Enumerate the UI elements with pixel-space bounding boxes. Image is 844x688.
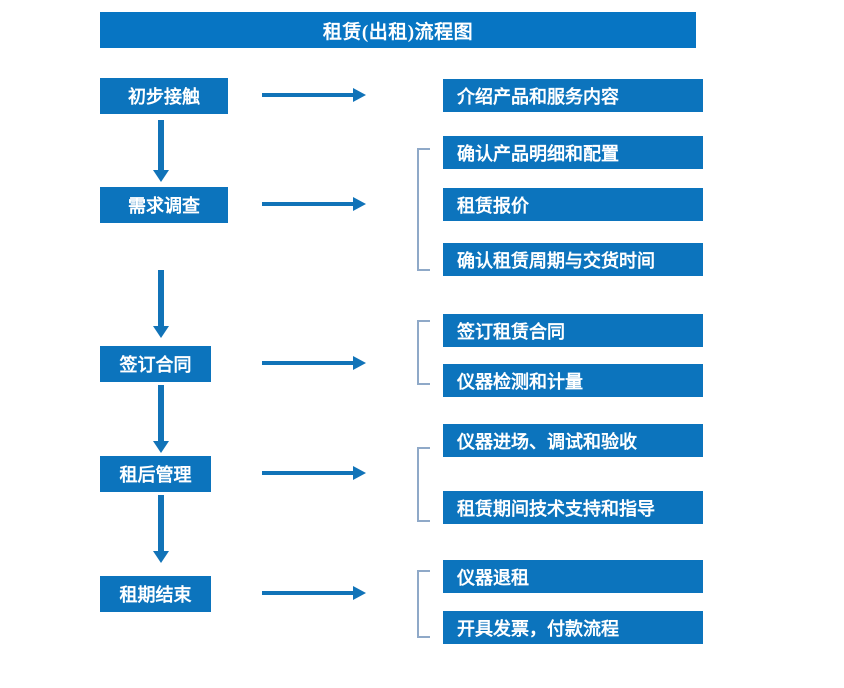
- stage-box-2[interactable]: 需求调查: [100, 187, 228, 223]
- arrow-shaft: [158, 495, 164, 552]
- stage-box-3[interactable]: 签订合同: [100, 346, 211, 382]
- group-bracket-3: [417, 320, 430, 385]
- arrow-shaft: [262, 361, 354, 365]
- arrow-head-down-icon: [153, 326, 169, 338]
- arrow-head-down-icon: [153, 551, 169, 563]
- stage-arrow-4: [262, 466, 366, 480]
- output-box-5-2[interactable]: 开具发票，付款流程: [443, 611, 703, 644]
- output-box-5-1[interactable]: 仪器退租: [443, 560, 703, 593]
- arrow-shaft: [262, 202, 354, 206]
- connector-1-2: [153, 120, 169, 182]
- output-box-2-1[interactable]: 确认产品明细和配置: [443, 136, 703, 169]
- output-box-4-2[interactable]: 租赁期间技术支持和指导: [443, 491, 703, 524]
- stage-arrow-5: [262, 586, 366, 600]
- arrow-shaft: [262, 591, 354, 595]
- arrow-shaft: [158, 270, 164, 327]
- group-bracket-5: [417, 570, 430, 638]
- stage-arrow-1: [262, 88, 366, 102]
- stage-arrow-2: [262, 197, 366, 211]
- group-bracket-4: [417, 447, 430, 522]
- arrow-shaft: [158, 385, 164, 442]
- output-box-1-1[interactable]: 介绍产品和服务内容: [443, 79, 703, 112]
- page-title: 租赁(出租)流程图: [100, 12, 696, 48]
- stage-arrow-3: [262, 356, 366, 370]
- arrow-head-down-icon: [153, 441, 169, 453]
- connector-4-5: [153, 495, 169, 563]
- output-box-3-2[interactable]: 仪器检测和计量: [443, 364, 703, 397]
- arrow-head-right-icon: [353, 88, 366, 102]
- arrow-head-down-icon: [153, 170, 169, 182]
- arrow-shaft: [158, 120, 164, 171]
- arrow-shaft: [262, 93, 354, 97]
- connector-2-3: [153, 270, 169, 338]
- stage-box-5[interactable]: 租期结束: [100, 576, 211, 612]
- output-box-3-1[interactable]: 签订租赁合同: [443, 314, 703, 347]
- output-box-2-3[interactable]: 确认租赁周期与交货时间: [443, 243, 703, 276]
- output-box-4-1[interactable]: 仪器进场、调试和验收: [443, 424, 703, 457]
- group-bracket-2: [417, 148, 430, 271]
- arrow-head-right-icon: [353, 586, 366, 600]
- stage-box-1[interactable]: 初步接触: [100, 78, 228, 114]
- output-box-2-2[interactable]: 租赁报价: [443, 188, 703, 221]
- arrow-head-right-icon: [353, 197, 366, 211]
- arrow-head-right-icon: [353, 356, 366, 370]
- arrow-shaft: [262, 471, 354, 475]
- arrow-head-right-icon: [353, 466, 366, 480]
- connector-3-4: [153, 385, 169, 453]
- stage-box-4[interactable]: 租后管理: [100, 456, 211, 492]
